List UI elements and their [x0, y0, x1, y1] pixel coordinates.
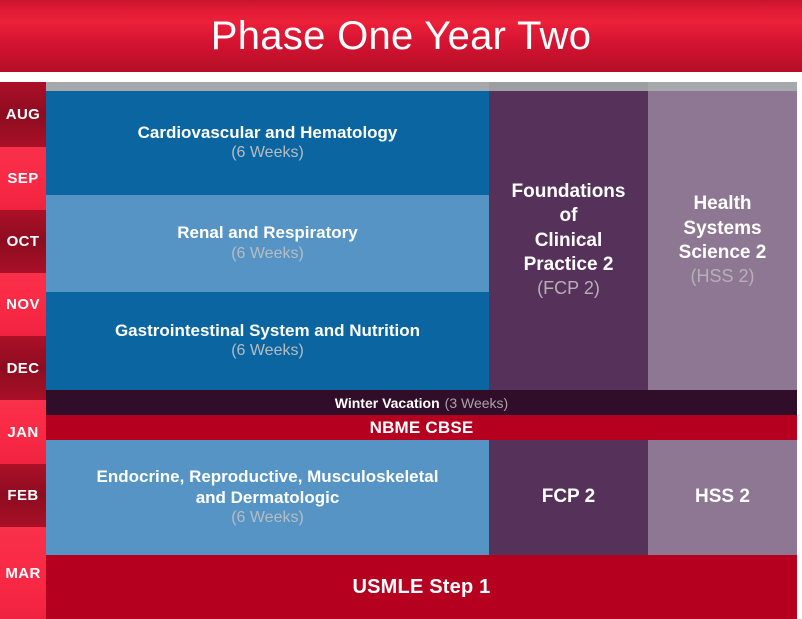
month-label: FEB — [7, 487, 39, 504]
top-grey-strip — [46, 82, 797, 91]
month-label: JAN — [7, 423, 39, 441]
month-label: OCT — [6, 233, 40, 250]
fcp-short-label: FCP 2 — [541, 486, 596, 508]
fcp-title-line-1: Foundations — [511, 181, 626, 203]
course-duration: (6 Weeks) — [231, 244, 304, 262]
fcp-title-line-4: Practice 2 — [523, 254, 614, 276]
page-header-banner: Phase One Year Two — [0, 0, 802, 72]
month-label: SEP — [7, 170, 39, 187]
month-cell-sep: SEP — [0, 147, 46, 210]
course-block-renal-respiratory[interactable]: Renal and Respiratory (6 Weeks) — [46, 195, 489, 292]
page-title: Phase One Year Two — [210, 14, 592, 58]
course-block-endocrine-reproductive-musculoskeletal-dermatologic[interactable]: Endocrine, Reproductive, Musculoskeletal… — [46, 440, 489, 555]
course-title: Cardiovascular and Hematology — [137, 122, 398, 142]
band-winter-vacation[interactable]: Winter Vacation (3 Weeks) — [46, 390, 797, 415]
course-duration: (6 Weeks) — [231, 508, 304, 526]
month-label: MAR — [5, 564, 41, 582]
course-title: Gastrointestinal System and Nutrition — [114, 320, 421, 340]
usmle-label: USMLE Step 1 — [352, 575, 491, 598]
course-block-cardiovascular-hematology[interactable]: Cardiovascular and Hematology (6 Weeks) — [46, 91, 489, 195]
column-health-systems-science-2[interactable]: Health Systems Science 2 (HSS 2) — [648, 91, 797, 390]
column-fcp-2-spring[interactable]: FCP 2 — [489, 440, 648, 555]
nbme-label: NBME CBSE — [369, 417, 474, 437]
month-cell-mar: MAR — [0, 527, 46, 619]
course-title-line-1: Endocrine, Reproductive, Musculoskeletal — [96, 467, 439, 487]
hss-title-line-3: Science 2 — [678, 241, 767, 263]
course-title: Renal and Respiratory — [177, 223, 358, 243]
month-cell-aug: AUG — [0, 82, 46, 147]
band-usmle-step-1[interactable]: USMLE Step 1 — [46, 555, 797, 619]
course-block-gastrointestinal-nutrition[interactable]: Gastrointestinal System and Nutrition (6… — [46, 292, 489, 390]
timeline-grid: AUG SEP OCT NOV DEC JAN FEB MAR — [0, 82, 802, 619]
hss-short-label: HSS 2 — [695, 486, 750, 508]
hss-abbreviation: (HSS 2) — [690, 266, 755, 287]
vacation-title: Winter Vacation — [334, 394, 440, 411]
fcp-title-line-2: of — [559, 205, 578, 227]
fcp-title-line-3: Clinical — [534, 229, 603, 251]
month-label: NOV — [6, 296, 40, 313]
month-cell-oct: OCT — [0, 210, 46, 273]
month-cell-nov: NOV — [0, 273, 46, 336]
course-duration: (6 Weeks) — [231, 144, 304, 162]
hss-title-line-1: Health — [693, 193, 752, 215]
month-column: AUG SEP OCT NOV DEC JAN FEB MAR — [0, 82, 46, 619]
column-foundations-clinical-practice-2[interactable]: Foundations of Clinical Practice 2 (FCP … — [489, 91, 648, 390]
month-label: AUG — [5, 106, 41, 123]
top-grey-strip-segments — [46, 82, 797, 91]
fcp-abbreviation: (FCP 2) — [537, 278, 600, 299]
course-title-line-2: and Dermatologic — [195, 487, 340, 507]
month-label: DEC — [6, 359, 40, 377]
month-cell-jan: JAN — [0, 400, 46, 464]
month-cell-dec: DEC — [0, 336, 46, 400]
vacation-duration: (3 Weeks) — [444, 394, 509, 411]
hss-title-line-2: Systems — [683, 217, 762, 239]
column-hss-2-spring[interactable]: HSS 2 — [648, 440, 797, 555]
course-duration: (6 Weeks) — [231, 342, 304, 360]
month-cell-feb: FEB — [0, 464, 46, 527]
band-nbme-cbse[interactable]: NBME CBSE — [46, 415, 797, 440]
